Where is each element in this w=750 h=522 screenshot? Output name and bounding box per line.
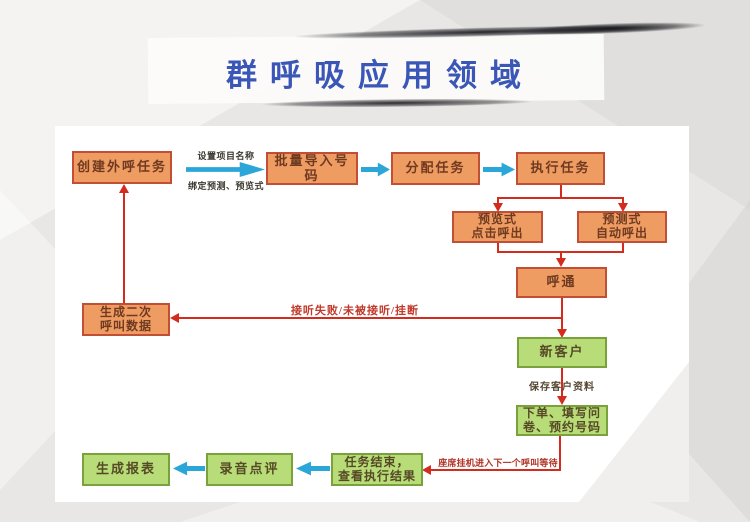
connector-fail-horizontal [179,317,562,319]
arrowhead-to-second-data [170,313,179,323]
arrowhead-to-predictive [618,203,628,212]
arrowhead-to-connected [556,258,566,267]
arrowhead-to-preview [493,203,503,212]
arrowhead-to-create-task [119,184,129,193]
label-save-customer: 保存客户资料 [529,382,595,393]
node-call-connected: 呼通 [516,267,607,298]
page-title: 群呼吸应用领域 [226,58,534,93]
node-recording-review: 录音点评 [206,453,293,486]
connector-newcustomer-down [561,368,563,398]
connector-execute-split [560,185,562,198]
node-preview-call: 预览式 点击呼出 [452,211,543,243]
label-agent-next-call: 座席挂机进入下一个呼叫等待 [438,458,558,468]
node-second-call-data: 生成二次 呼叫数据 [82,303,170,336]
node-place-order: 下单、填写问 卷、预约号码 [516,405,608,436]
connector-order-down [559,436,561,471]
connector-loop-up [123,192,125,303]
node-generate-report: 生成报表 [82,453,170,486]
connector-connected-down [561,298,563,331]
node-assign-task: 分配任务 [391,152,480,185]
arrowhead-to-new-customer [557,329,567,338]
node-task-end: 任务结束， 查看执行结果 [331,453,423,486]
label-fail-reasons: 接听失败/未被接听/挂断 [290,305,420,317]
title-underline-shadow [226,96,568,110]
arrowhead-to-order [557,396,567,405]
node-predictive-call: 预测式 自动呼出 [577,211,667,243]
connector-to-preview [497,199,499,205]
node-new-customer: 新客户 [517,337,607,368]
connector-preview-down [497,243,499,253]
connector-predictive-down [622,243,624,253]
node-import-numbers: 批量导入号码 [266,152,358,185]
label-set-project-name: 设置项目名称 [197,151,255,161]
connector-split-horizontal [497,197,624,199]
node-execute-task: 执行任务 [516,152,605,185]
label-bind-mode: 绑定预测、预览式 [187,181,264,191]
arrowhead-to-taskend [422,465,431,475]
connector-to-predictive [622,199,624,205]
connector-to-connected [560,253,562,260]
connector-merge-horizontal [497,251,624,253]
node-create-task: 创建外呼任务 [72,151,172,184]
banner-top-shadow-right [489,17,731,40]
connector-to-taskend [430,469,561,471]
